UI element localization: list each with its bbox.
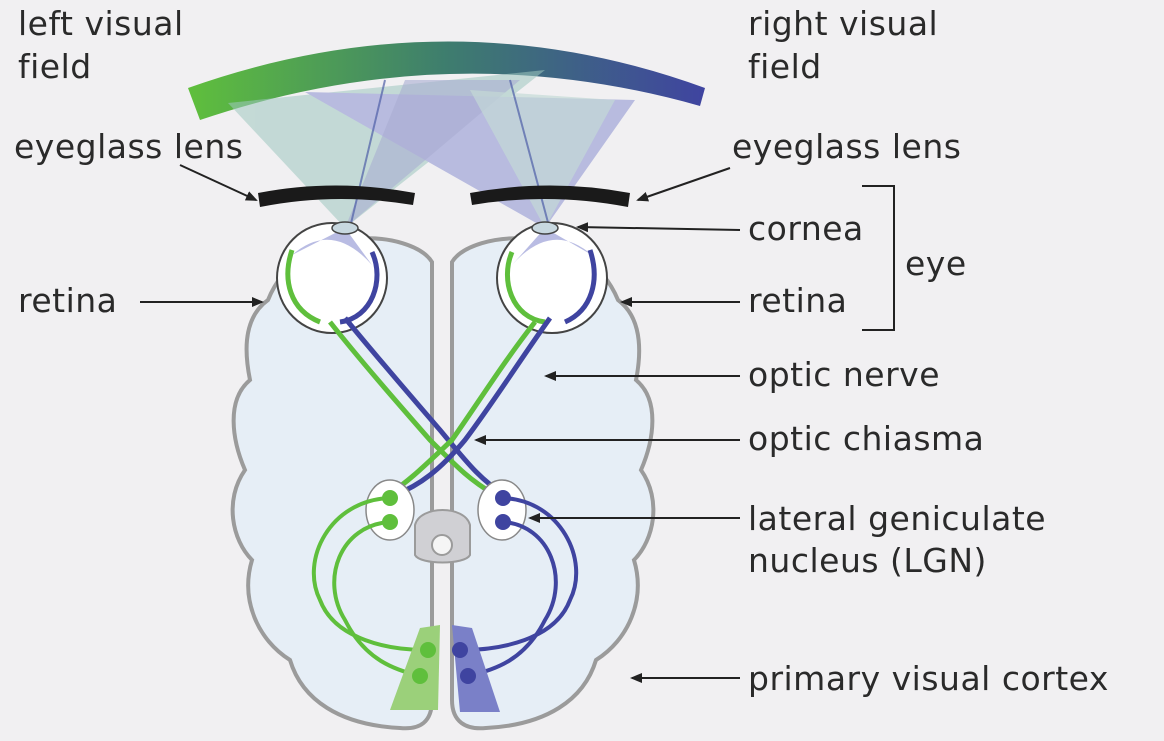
lgn-right: [478, 480, 526, 540]
left-eye: [277, 222, 387, 333]
label-retina-right: retina: [748, 281, 847, 320]
label-left-visual-field: left visual field: [18, 4, 195, 86]
eye-bracket: [862, 186, 894, 330]
right-eye: [497, 222, 607, 333]
label-eye: eye: [905, 244, 967, 283]
label-primary-visual-cortex: primary visual cortex: [748, 659, 1109, 698]
cortex-dot-right-top: [452, 642, 468, 658]
lgn-left: [366, 480, 414, 540]
arrow-cornea: [578, 227, 740, 230]
brainstem-center: [432, 535, 452, 555]
label-eyeglass-lens-right: eyeglass lens: [732, 127, 961, 166]
label-optic-chiasma: optic chiasma: [748, 419, 984, 458]
label-optic-nerve: optic nerve: [748, 355, 940, 394]
label-right-visual-field: right visual field: [748, 4, 949, 86]
label-retina-left: retina: [18, 281, 117, 320]
cortex-dot-left-top: [420, 642, 436, 658]
label-lgn: lateral geniculate nucleus (LGN): [748, 499, 1057, 580]
arrow-eyeglass-lens-left: [180, 165, 256, 200]
arrow-eyeglass-lens-right: [638, 168, 730, 200]
label-cornea: cornea: [748, 209, 864, 248]
label-eyeglass-lens-left: eyeglass lens: [14, 127, 243, 166]
cortex-dot-left-bottom: [412, 668, 428, 684]
cortex-dot-right-bottom: [460, 668, 476, 684]
